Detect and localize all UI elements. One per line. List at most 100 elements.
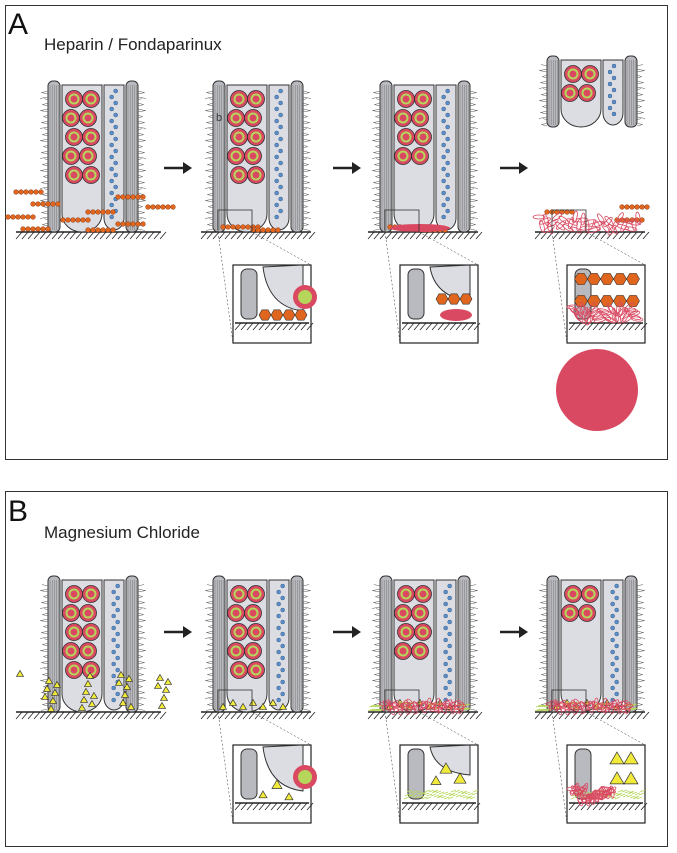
step-arrow [333,626,361,638]
stage-2 [200,575,317,824]
step-arrow [500,162,528,174]
bead [447,643,452,649]
zoom-source-box [384,209,420,233]
bead [115,643,120,649]
bead-channel [103,84,125,231]
bead [441,154,446,160]
bead [610,649,615,655]
zoom-source-box [551,209,587,233]
panel-a-letter: A [8,8,29,41]
bead [274,142,279,148]
bead [447,607,452,613]
bead [280,607,285,613]
clot [390,224,450,232]
stage-1 [15,575,173,720]
panel-b-title: Magnesium Chloride [44,523,200,542]
bead [113,88,118,94]
bead [111,613,116,619]
zoom-source-box [551,689,587,713]
bead [111,589,116,595]
bead [274,154,279,160]
bead [278,100,283,106]
mg-triangle [87,699,97,707]
bead [109,94,114,100]
panel-b-stages [15,575,650,824]
bead [276,661,281,667]
mg-triangle [124,674,134,682]
bead [278,196,283,202]
bead [111,661,116,667]
clot-disc [556,349,638,431]
bead [111,637,116,643]
bead-channel [268,579,290,711]
bead [441,130,446,136]
bead [614,607,619,613]
mg-triangle [122,682,132,690]
bead [614,643,619,649]
mg-triangle [79,695,89,703]
bead-channel [103,579,125,711]
bead [280,595,285,601]
bead [109,202,114,208]
bead [447,667,452,673]
bead [274,130,279,136]
mg-triangle [157,701,167,709]
bead [115,691,120,697]
mg-triangle [155,673,165,681]
bead [274,106,279,112]
mg-triangle [120,690,130,698]
bead [111,601,116,607]
bead [109,214,114,220]
mg-triangle [439,762,453,774]
bead [109,130,114,136]
bead [278,88,283,94]
inset-label: b [216,112,223,124]
bead [441,166,446,172]
bead [443,649,448,655]
bead [278,160,283,166]
stage-2 [200,80,317,344]
bead [445,88,450,94]
bead [607,93,613,99]
stage-1 [5,80,176,240]
bead [614,595,619,601]
bead [443,613,448,619]
bead [443,673,448,679]
bead [276,613,281,619]
bead [447,655,452,661]
mg-triangle [218,702,228,710]
panel-a-title: Heparin / Fondaparinux [44,35,222,54]
bead [280,631,285,637]
mg-triangle [116,670,126,678]
bead [445,148,450,154]
bead [611,87,617,93]
bead [276,625,281,631]
bead [445,124,450,130]
bead [445,184,450,190]
bead [276,649,281,655]
bead [280,655,285,661]
mg-triangle [85,671,95,679]
bead [278,172,283,178]
bead [115,631,120,637]
mg-triangle [228,698,238,706]
bead [441,202,446,208]
bead [280,643,285,649]
bead [278,184,283,190]
bead [611,75,617,81]
mg-triangle [453,772,467,784]
bead [111,625,116,631]
bead [443,601,448,607]
mg-triangle [81,687,91,695]
bead [115,655,120,661]
bead [280,583,285,589]
bead [115,607,120,613]
bead [611,111,617,117]
mg-triangle [48,696,58,704]
bead [111,673,116,679]
bead [280,691,285,697]
bead [276,601,281,607]
mg-triangle [42,684,52,692]
bead [610,685,615,691]
bead [607,105,613,111]
